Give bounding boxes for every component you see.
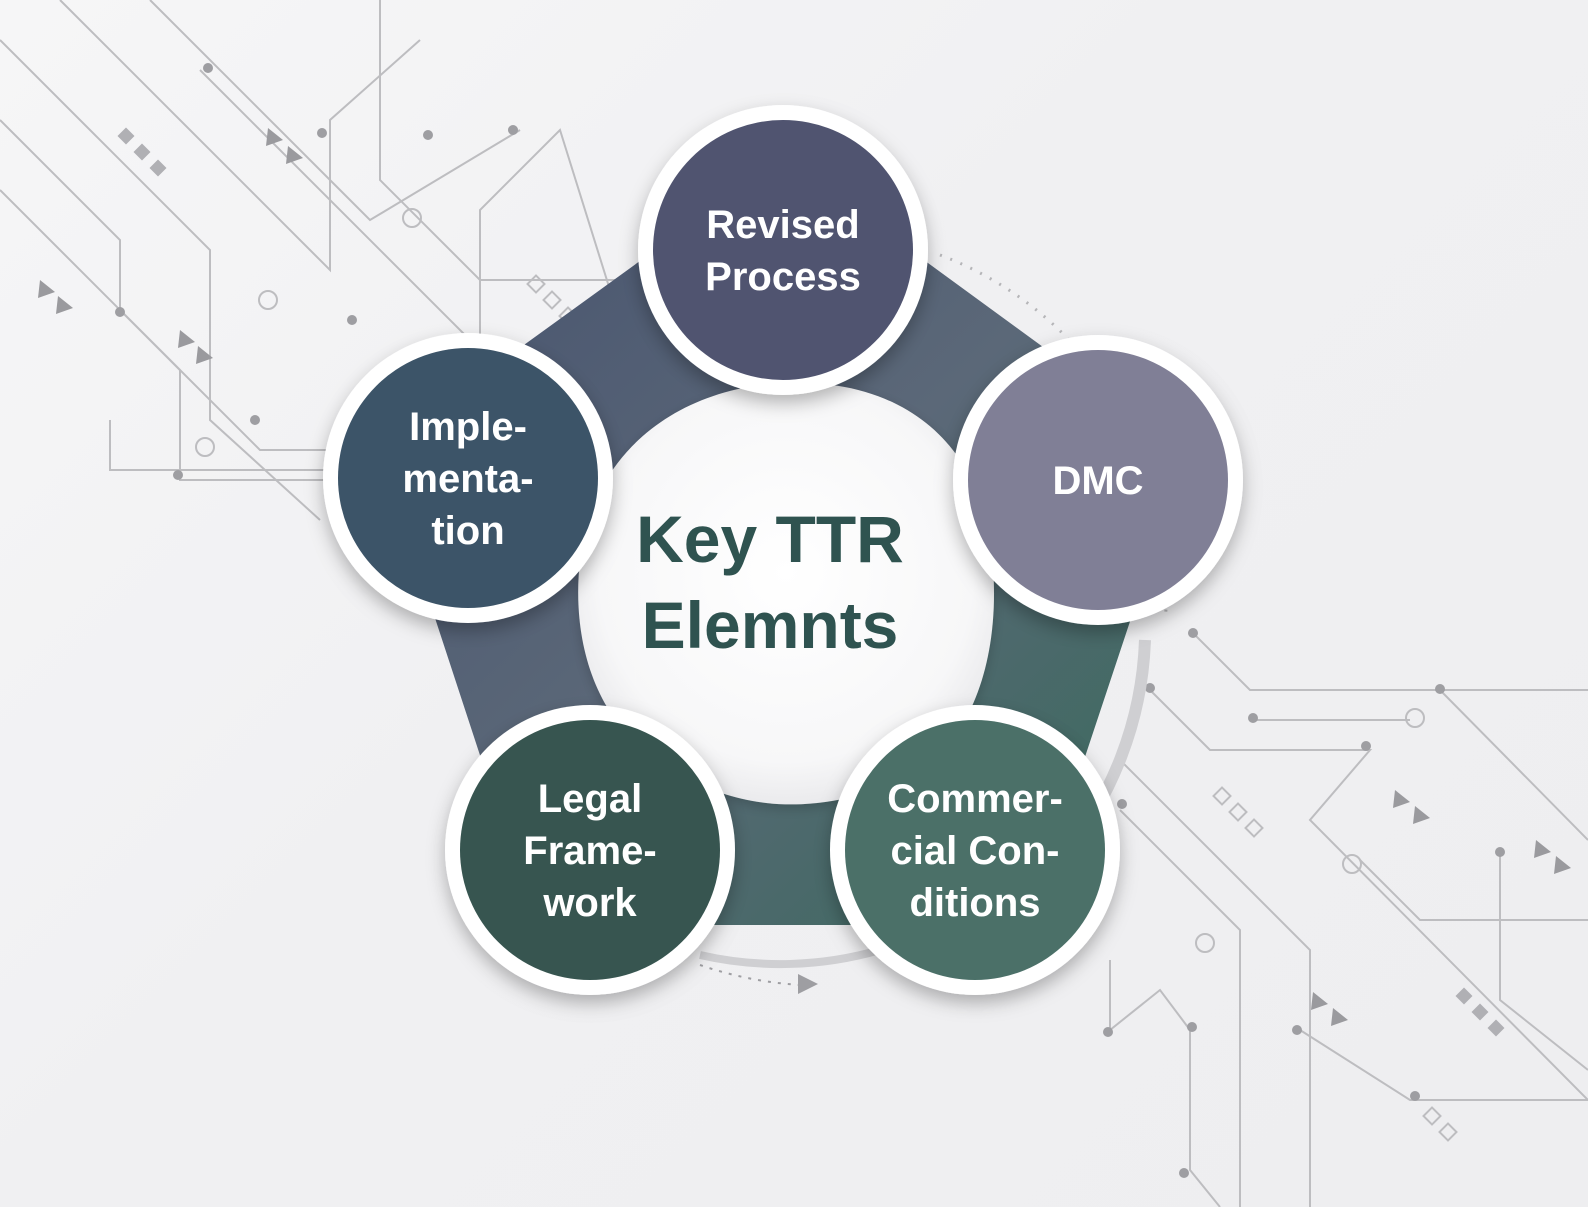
node-circle xyxy=(968,350,1228,610)
center-title-line: Elemnts xyxy=(642,588,899,662)
node-label-line: cial Con- xyxy=(891,829,1060,873)
node-dmc: DMC xyxy=(953,335,1243,625)
node-label: DMC xyxy=(1052,459,1143,503)
node-label-line: ditions xyxy=(909,881,1040,925)
center-title-line: Key TTR xyxy=(636,502,904,576)
node-circle xyxy=(460,720,720,980)
node-circle xyxy=(845,720,1105,980)
node-label-line: DMC xyxy=(1052,459,1143,503)
node-label: Imple-menta-tion xyxy=(402,405,533,553)
center-title: Key TTR Elemnts xyxy=(636,502,904,662)
node-label-line: Legal xyxy=(538,777,642,821)
node-label-line: Revised xyxy=(706,203,859,247)
node-circle xyxy=(338,348,598,608)
node-label-line: Commer- xyxy=(887,777,1063,821)
node-label-line: tion xyxy=(431,509,504,553)
node-commercial-conditions: Commer-cial Con-ditions xyxy=(830,705,1120,995)
node-circle xyxy=(653,120,913,380)
node-implementation: Imple-menta-tion xyxy=(323,333,613,623)
node-label-line: Frame- xyxy=(523,829,656,873)
node-label-line: Imple- xyxy=(409,405,527,449)
node-label: Commer-cial Con-ditions xyxy=(887,777,1063,925)
circuit-decoration-bottom-right xyxy=(1103,628,1588,1207)
center-hub: Key TTR Elemnts xyxy=(578,382,995,805)
node-label-line: menta- xyxy=(402,457,533,501)
node-label-line: work xyxy=(542,881,637,925)
circuit-decoration-top-left xyxy=(0,0,620,521)
node-label-line: Process xyxy=(705,255,861,299)
